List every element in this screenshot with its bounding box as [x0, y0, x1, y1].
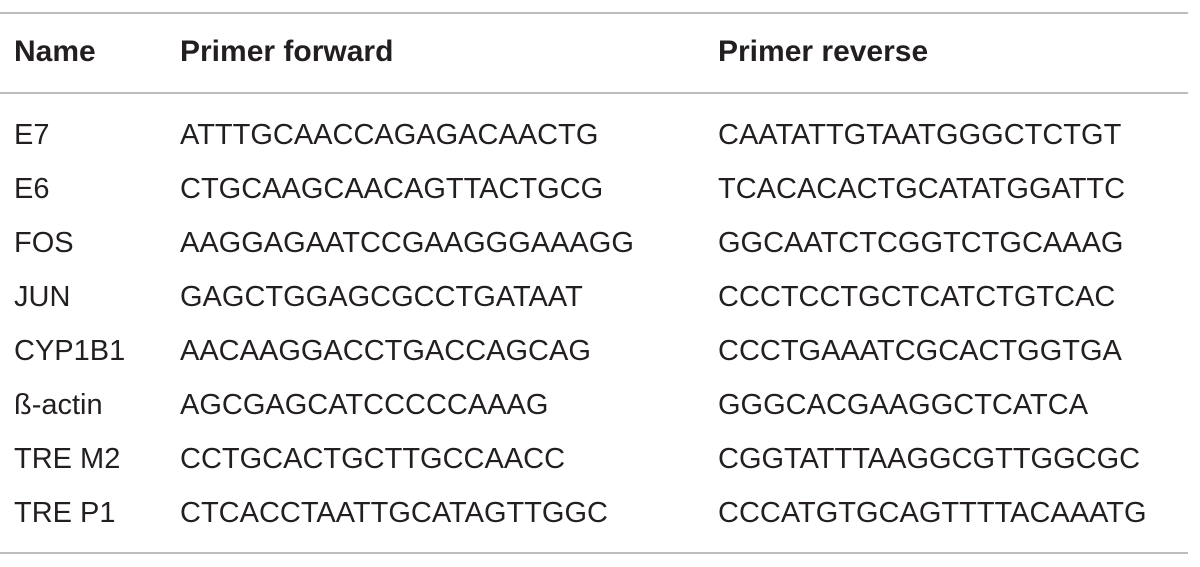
cell-primer-forward: AACAAGGACCTGACCAGCAG — [180, 335, 591, 367]
cell-name: E6 — [14, 173, 50, 205]
cell-name: ß-actin — [14, 389, 103, 421]
cell-name: TRE M2 — [14, 443, 121, 475]
table-row: ß-actin AGCGAGCATCCCCCAAAG GGGCACGAAGGCT… — [0, 378, 1188, 432]
cell-name: TRE P1 — [14, 497, 116, 529]
cell-primer-forward: AAGGAGAATCCGAAGGGAAAGG — [180, 227, 634, 259]
cell-primer-reverse: GGGCACGAAGGCTCATCA — [718, 389, 1089, 421]
table-row: TRE M2 CCTGCACTGCTTGCCAACC CGGTATTTAAGGC… — [0, 432, 1188, 486]
table-bottom-rule — [0, 552, 1188, 554]
cell-primer-forward: CTGCAAGCAACAGTTACTGCG — [180, 173, 604, 205]
cell-primer-reverse: CCCTCCTGCTCATCTGTCAC — [718, 281, 1116, 313]
table-row: E7 ATTTGCAACCAGAGACAACTG CAATATTGTAATGGG… — [0, 108, 1188, 162]
table-top-rule — [0, 12, 1188, 14]
cell-primer-reverse: TCACACACTGCATATGGATTC — [718, 173, 1126, 205]
table-row: E6 CTGCAAGCAACAGTTACTGCG TCACACACTGCATAT… — [0, 162, 1188, 216]
table-row: FOS AAGGAGAATCCGAAGGGAAAGG GGCAATCTCGGTC… — [0, 216, 1188, 270]
cell-primer-reverse: CCCTGAAATCGCACTGGTGA — [718, 335, 1122, 367]
table-body: E7 ATTTGCAACCAGAGACAACTG CAATATTGTAATGGG… — [0, 108, 1188, 540]
cell-primer-forward: GAGCTGGAGCGCCTGATAAT — [180, 281, 583, 313]
cell-primer-reverse: CAATATTGTAATGGGCTCTGT — [718, 119, 1122, 151]
cell-primer-forward: ATTTGCAACCAGAGACAACTG — [180, 119, 599, 151]
cell-primer-reverse: CGGTATTTAAGGCGTTGGCGC — [718, 443, 1141, 475]
header-primer-forward: Primer forward — [180, 35, 394, 68]
header-primer-reverse: Primer reverse — [718, 35, 929, 68]
cell-primer-reverse: CCCATGTGCAGTTTTACAAATG — [718, 497, 1147, 529]
table-header-rule — [0, 92, 1188, 94]
cell-primer-forward: CTCACCTAATTGCATAGTTGGC — [180, 497, 608, 529]
cell-primer-forward: AGCGAGCATCCCCCAAAG — [180, 389, 549, 421]
cell-name: CYP1B1 — [14, 335, 126, 367]
cell-primer-reverse: GGCAATCTCGGTCTGCAAAG — [718, 227, 1124, 259]
table-header-row: Name Primer forward Primer reverse — [0, 28, 1188, 76]
cell-name: JUN — [14, 281, 71, 313]
cell-primer-forward: CCTGCACTGCTTGCCAACC — [180, 443, 566, 475]
table-row: CYP1B1 AACAAGGACCTGACCAGCAG CCCTGAAATCGC… — [0, 324, 1188, 378]
table-row: TRE P1 CTCACCTAATTGCATAGTTGGC CCCATGTGCA… — [0, 486, 1188, 540]
cell-name: FOS — [14, 227, 74, 259]
cell-name: E7 — [14, 119, 50, 151]
table-row: JUN GAGCTGGAGCGCCTGATAAT CCCTCCTGCTCATCT… — [0, 270, 1188, 324]
header-name: Name — [14, 35, 96, 68]
